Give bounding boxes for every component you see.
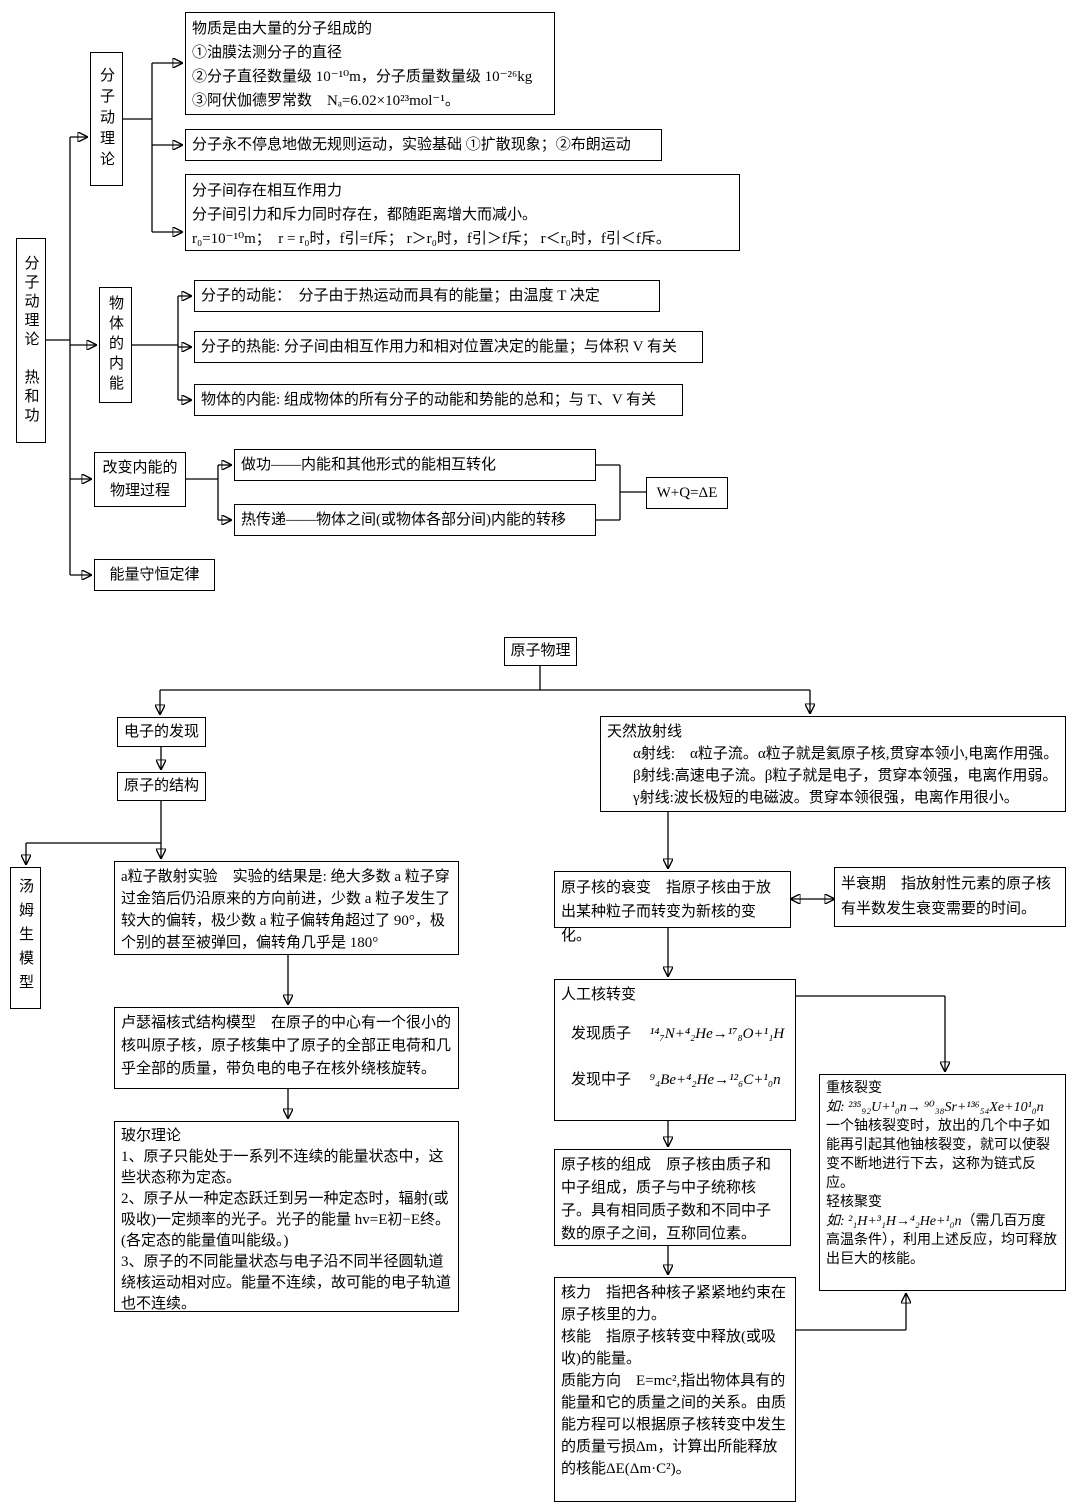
fission-equation: 如: ²³⁵₉₂U+¹₀n→ ⁹⁰₃₈Sr+¹³⁶₅₄Xe+10¹₀n — [826, 1100, 1044, 1115]
box-random-motion: 分子永不停息地做无规则运动，实验基础 ①扩散现象；②布朗运动 — [185, 129, 662, 161]
box-half-life: 半衰期 指放射性元素的原子核有半数发生衰变需要的时间。 — [834, 867, 1066, 927]
neutron-label: 发现中子 — [571, 1072, 632, 1088]
box-object-internal-energy: 物体的内能: 组成物体的所有分子的动能和势能的总和；与 T、V 有关 — [194, 384, 683, 416]
transmutation-title: 人工核转变 — [561, 987, 637, 1003]
fusion-title: 轻核聚变 — [826, 1195, 882, 1210]
box-atomic-structure: 原子的结构 — [117, 772, 206, 801]
change-label-line-2: 物理过程 — [109, 482, 170, 499]
root-box-kinetic-theory: 分子动理论 热和功 — [16, 238, 46, 443]
rays-beta: β射线:高速电子流。β粒子就是电子，贯穿本领强，电离作用弱。 — [633, 768, 1058, 784]
nuclear-force-text: 核力 指把各种核子紧紧地约束在原子核里的力。 — [561, 1285, 787, 1323]
box-artificial-transmutation: 人工核转变 发现质子 ¹⁴₇N+⁴₂He→¹⁷₈O+¹₁H 发现中子 ⁹₄Be+… — [554, 979, 796, 1121]
proton-equation: ¹⁴₇N+⁴₂He→¹⁷₈O+¹₁H — [649, 1025, 785, 1042]
fission-text: 一个铀核裂变时，放出的几个中子如能再引起其他铀核裂变，就可以使裂变不断地进行下去… — [826, 1119, 1050, 1191]
transmutation-neutron-row: 发现中子 ⁹₄Be+⁴₂He→¹²₆C+¹₀n — [561, 1069, 789, 1092]
rays-gamma: γ射线:波长极短的电磁波。贯穿本领很强，电离作用很小。 — [633, 790, 1019, 806]
box-intermolecular-force: 分子间存在相互作用力 分子间引力和斥力同时存在，都随距离增大而减小。 r₀=10… — [185, 174, 740, 251]
box-nuclear-decay: 原子核的衰变 指原子核由于放出某种粒子而转变为新核的变化。 — [554, 871, 791, 944]
bohr-title: 玻尔理论 — [121, 1128, 182, 1144]
box-rutherford-nuclear-model: 卢瑟福核式结构模型 在原子的中心有一个很小的核叫原子核，原子核集中了原子的全部正… — [114, 1007, 459, 1089]
bohr-point-1: 1、原子只能处于一系列不连续的能量状态中，这些状态称为定态。 — [121, 1149, 444, 1186]
box-natural-radiation: 天然放射线 α射线: α粒子流。α粒子就是氦原子核,贯穿本领小,电离作用强。 β… — [600, 716, 1066, 812]
bohr-point-2: 2、原子从一种定态跃迁到另一种定态时，辐射(或吸收)一定频率的光子。光子的能量 … — [121, 1191, 450, 1249]
force-line-1: 分子间存在相互作用力 — [192, 183, 343, 199]
box-heat-transfer: 热传递——物体之间(或物体各部分间)内能的转移 — [234, 504, 596, 536]
box-first-law-equation: W+Q=ΔE — [646, 477, 728, 509]
box-nuclear-force-and-energy: 核力 指把各种核子紧紧地约束在原子核里的力。 核能 指原子核转变中释放(或吸收)… — [554, 1277, 796, 1502]
matter-line-3: ②分子直径数量级 10⁻¹⁰m，分子质量数量级 10⁻²⁶kg — [192, 69, 533, 85]
branch-box-internal-energy: 物体的内能 — [99, 287, 132, 403]
box-bohr-theory: 玻尔理论 1、原子只能处于一系列不连续的能量状态中，这些状态称为定态。 2、原子… — [114, 1121, 459, 1312]
box-atomic-physics-title: 原子物理 — [504, 637, 577, 666]
matter-line-1: 物质是由大量的分子组成的 — [192, 21, 373, 37]
proton-label: 发现质子 — [571, 1025, 632, 1042]
box-molecular-potential-energy: 分子的热能: 分子间由相互作用力和相对位置决定的能量；与体积 V 有关 — [194, 331, 703, 363]
branch-box-change-internal-energy: 改变内能的 物理过程 — [94, 452, 186, 507]
force-line-2: 分子间引力和斥力同时存在，都随距离增大而减小。 — [192, 207, 538, 223]
branch-box-molecular-theory: 分子动理论 — [90, 52, 123, 186]
fusion-text: （需几百万度高温条件），利用上述反应，均可释放出巨大的核能。 — [826, 1214, 1057, 1267]
change-label-line-1: 改变内能的 — [102, 459, 178, 476]
box-matter-composed-of-molecules: 物质是由大量的分子组成的 ①油膜法测分子的直径 ②分子直径数量级 10⁻¹⁰m，… — [185, 12, 555, 115]
mass-energy-text: 质能方向 E=mc²,指出物体具有的能量和它的质量之间的关系。由质能方程可以根据… — [561, 1373, 787, 1477]
box-discovery-of-electron: 电子的发现 — [117, 717, 206, 747]
fusion-equation: 如: ²₁H+³₁H→⁴₂He+¹₀n — [826, 1214, 962, 1229]
matter-line-4: ③阿伏伽德罗常数 Nₐ=6.02×10²³mol⁻¹。 — [192, 93, 460, 109]
box-alpha-scattering-experiment: a粒子散射实验 实验的结果是: 绝大多数 a 粒子穿过金箔后仍沿原来的方向前进，… — [114, 861, 459, 955]
box-doing-work: 做功——内能和其他形式的能相互转化 — [234, 449, 596, 481]
fusion-row: 如: ²₁H+³₁H→⁴₂He+¹₀n（需几百万度高温条件），利用上述反应，均可… — [826, 1212, 1059, 1269]
matter-line-2: ①油膜法测分子的直径 — [192, 45, 343, 61]
transmutation-proton-row: 发现质子 ¹⁴₇N+⁴₂He→¹⁷₈O+¹₁H — [561, 1023, 789, 1046]
fission-title: 重核裂变 — [826, 1081, 882, 1096]
box-thomson-model: 汤姆生模型 — [10, 867, 41, 1009]
box-molecular-kinetic-energy: 分子的动能： 分子由于热运动而具有的能量；由温度 T 决定 — [194, 280, 660, 312]
bohr-point-3: 3、原子的不同能量状态与电子沿不同半径圆轨道绕核运动相对应。能量不连续，故可能的… — [121, 1254, 452, 1312]
rays-title: 天然放射线 — [607, 724, 683, 740]
nuclear-energy-text: 核能 指原子核转变中释放(或吸收)的能量。 — [561, 1329, 776, 1367]
rays-alpha: α射线: α粒子流。α粒子就是氦原子核,贯穿本领小,电离作用强。 — [633, 746, 1059, 762]
force-line-3: r₀=10⁻¹⁰m； r = r₀时，f引=f斥； r＞r₀时，f引＞f斥； r… — [192, 231, 671, 247]
box-fission-and-fusion: 重核裂变 如: ²³⁵₉₂U+¹₀n→ ⁹⁰₃₈Sr+¹³⁶₅₄Xe+10¹₀n… — [819, 1074, 1066, 1291]
box-energy-conservation-law: 能量守恒定律 — [94, 559, 215, 591]
neutron-equation: ⁹₄Be+⁴₂He→¹²₆C+¹₀n — [649, 1072, 781, 1088]
box-nucleus-composition: 原子核的组成 原子核由质子和中子组成，质子与中子统称核子。具有相同质子数和不同中… — [554, 1149, 791, 1246]
